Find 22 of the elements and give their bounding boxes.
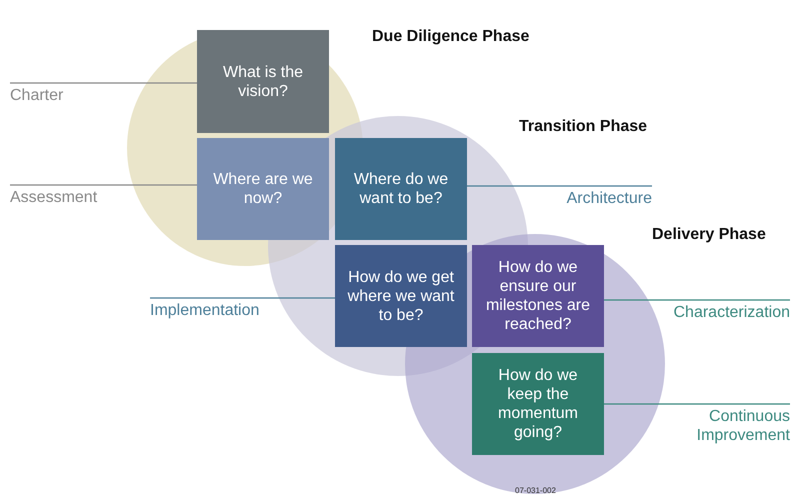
- leader-line: [467, 185, 652, 187]
- question-box: What is the vision?: [197, 30, 329, 133]
- activity-label: Charter: [10, 86, 85, 105]
- question-box: How do we get where we want to be?: [335, 245, 467, 347]
- question-box: How do we ensure our milestones are reached?: [472, 245, 604, 347]
- leader-line: [10, 184, 197, 186]
- leader-line: [604, 299, 790, 301]
- activity-label: Characterization: [660, 303, 790, 322]
- question-box: How do we keep the momentum going?: [472, 353, 604, 455]
- activity-label: Architecture: [552, 189, 652, 208]
- phase-heading: Transition Phase: [519, 118, 648, 136]
- leader-line: [150, 297, 335, 299]
- activity-label: Assessment: [10, 188, 110, 207]
- question-box: Where do we want to be?: [335, 138, 467, 240]
- phase-heading: Delivery Phase: [652, 226, 766, 244]
- question-box: Where are we now?: [197, 138, 329, 240]
- figure-number: 07-031-002: [515, 486, 556, 495]
- leader-line: [604, 403, 790, 405]
- activity-label: Implementation: [150, 301, 275, 320]
- activity-label: Continuous Improvement: [690, 407, 790, 445]
- phase-heading: Due Diligence Phase: [372, 28, 530, 46]
- leader-line: [10, 82, 197, 84]
